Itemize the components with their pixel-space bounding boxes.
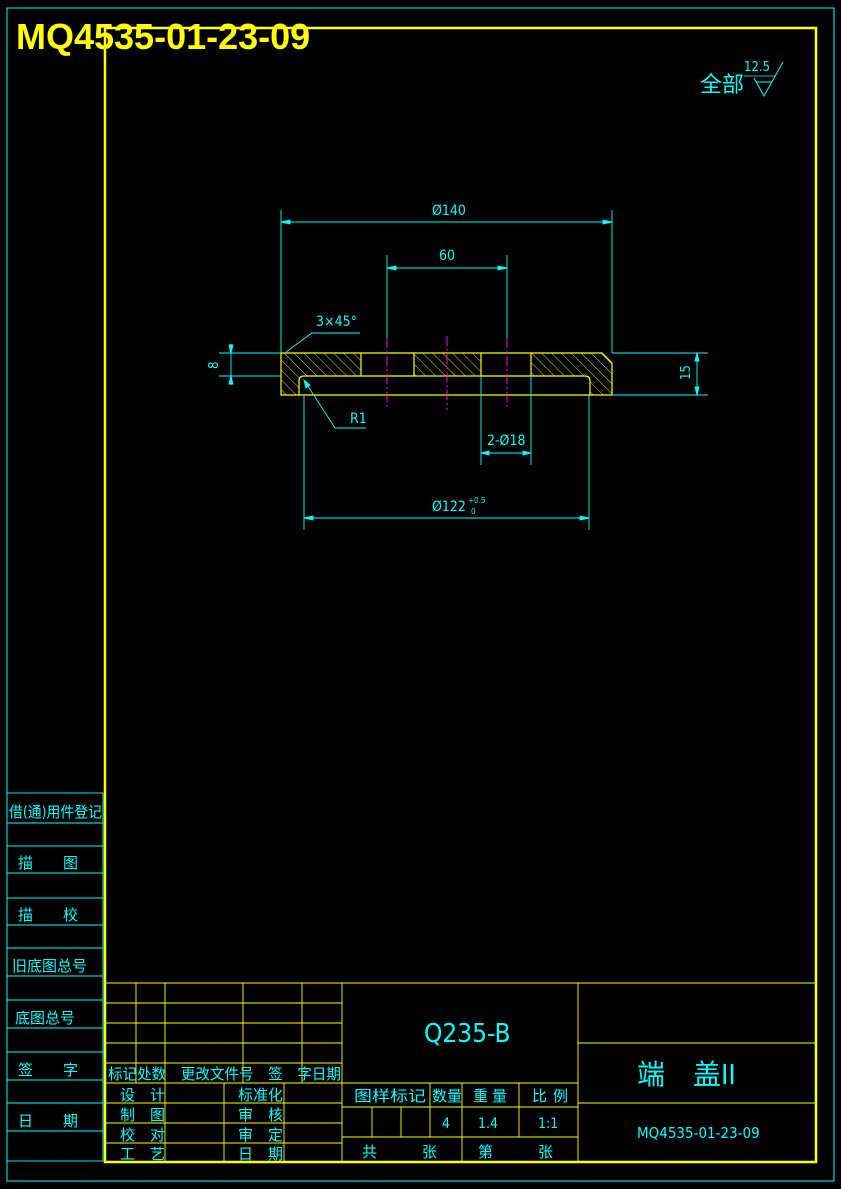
attr-header-qty: 数量 bbox=[432, 1087, 462, 1105]
drawing-frame bbox=[103, 26, 818, 1164]
part-section-view bbox=[280, 336, 613, 410]
dim-hole-spacing: 60 bbox=[439, 248, 455, 264]
approval-right-item: 标准化 bbox=[238, 1086, 283, 1104]
attr-header-scale: 比例 bbox=[532, 1087, 574, 1105]
surface-finish-label: 全部 bbox=[700, 73, 744, 98]
sheet-label: 第 张 bbox=[478, 1143, 553, 1161]
approval-right-item: 日 期 bbox=[238, 1145, 283, 1163]
approval-left-item: 校 对 bbox=[120, 1126, 165, 1144]
approval-right-item: 审 核 bbox=[238, 1106, 283, 1124]
material-text: Q235-B bbox=[424, 1019, 511, 1049]
dim-chamfer: 3×45° bbox=[316, 314, 357, 330]
dim-holes: 2-Ø18 bbox=[487, 433, 526, 449]
register-item: 底图总号 bbox=[15, 1009, 75, 1027]
dim-recess-depth: 8 bbox=[207, 362, 222, 369]
section-hatch-left bbox=[280, 352, 362, 396]
dim-tolerance-upper: +0.5 bbox=[468, 496, 485, 505]
dim-recess-diameter: Ø122 bbox=[432, 499, 466, 515]
sheet-border bbox=[6, 7, 835, 1182]
title-block bbox=[105, 982, 815, 1161]
quantity-value: 4 bbox=[442, 1116, 450, 1132]
approval-left-item: 工 艺 bbox=[120, 1145, 165, 1163]
weight-value: 1.4 bbox=[478, 1116, 498, 1132]
drawing-number-text: MQ4535-01-23-09 bbox=[637, 1124, 760, 1142]
sheets-total-label: 共 张 bbox=[362, 1143, 437, 1161]
register-item: 描 图 bbox=[18, 854, 78, 872]
attr-header-mark: 图样标记 bbox=[354, 1087, 426, 1105]
surface-finish-value: 12.5 bbox=[744, 60, 770, 75]
dim-outer-diameter: Ø140 bbox=[432, 203, 466, 219]
dim-tolerance-lower: 0 bbox=[471, 507, 476, 516]
dim-thickness: 15 bbox=[679, 365, 694, 380]
scale-value: 1:1 bbox=[538, 1116, 558, 1132]
register-item: 借(通)用件登记 bbox=[9, 803, 102, 821]
approval-right-item: 审 定 bbox=[238, 1126, 283, 1144]
approval-left-item: 设 计 bbox=[120, 1086, 165, 1104]
dimensions bbox=[219, 210, 708, 530]
attr-header-weight: 重量 bbox=[473, 1087, 511, 1105]
register-item: 日 期 bbox=[18, 1112, 78, 1130]
approval-left-item: 制 图 bbox=[120, 1106, 165, 1124]
section-hatch-right bbox=[530, 352, 613, 396]
part-name-text: 端 盖II bbox=[637, 1058, 736, 1091]
revision-header: 标记处数 更改文件号 签 字日期 bbox=[108, 1065, 341, 1083]
register-item: 旧底图总号 bbox=[12, 957, 87, 975]
register-item: 签 字 bbox=[18, 1061, 78, 1079]
drawing-number-banner: MQ4535-01-23-09 bbox=[16, 16, 310, 57]
register-item: 描 校 bbox=[18, 906, 78, 924]
dim-fillet: R1 bbox=[350, 411, 367, 427]
left-register bbox=[6, 792, 104, 1162]
surface-finish-symbol: 全部 12.5 bbox=[700, 60, 784, 98]
